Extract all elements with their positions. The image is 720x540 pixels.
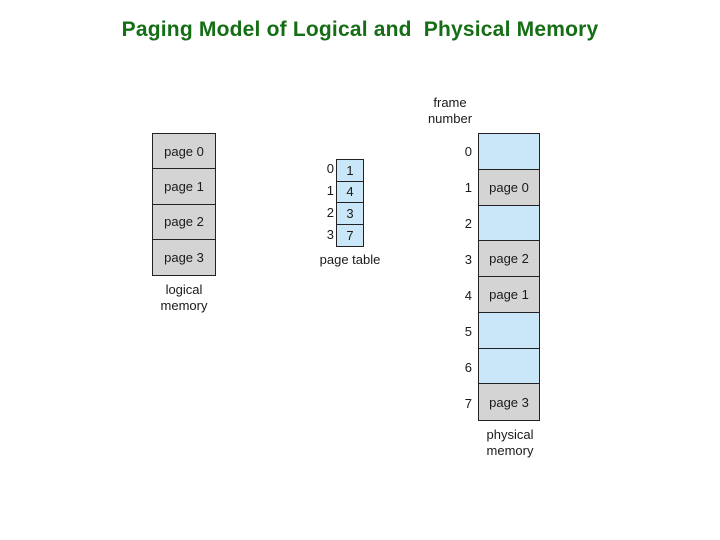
logical-memory-caption-line1: logical bbox=[165, 282, 203, 297]
page-table-index-row: 3 bbox=[316, 224, 339, 246]
page-table-index-row: 1 bbox=[316, 180, 339, 202]
page-table-index: 0 bbox=[326, 161, 334, 176]
frame-number: 6 bbox=[464, 359, 472, 375]
frame-number-list: 0 1 2 3 4 5 6 7 bbox=[450, 133, 472, 421]
page-table-indices: 0 1 2 3 bbox=[316, 158, 339, 246]
logical-page-block: page 3 bbox=[153, 239, 215, 275]
physical-memory-caption: physical memory bbox=[458, 427, 562, 459]
page-table-column: 1 4 3 7 bbox=[336, 159, 364, 247]
physical-frame-block bbox=[479, 312, 539, 349]
page-table-entry: 3 bbox=[337, 203, 363, 225]
logical-page-block: page 1 bbox=[153, 169, 215, 205]
frame-number-header-line1: frame bbox=[433, 95, 467, 110]
page-table-caption: page table bbox=[319, 252, 381, 267]
page-table-index: 3 bbox=[326, 227, 334, 242]
frame-number: 7 bbox=[464, 395, 472, 411]
frame-number: 3 bbox=[464, 251, 472, 267]
page-title: Paging Model of Logical and Physical Mem… bbox=[121, 18, 599, 41]
logical-memory-caption-line2: memory bbox=[160, 298, 208, 313]
physical-memory-caption-line1: physical bbox=[486, 427, 534, 442]
page-table-entry: 7 bbox=[337, 224, 363, 246]
physical-frame-block: page 1 bbox=[479, 277, 539, 313]
physical-memory-caption-line2: memory bbox=[486, 443, 534, 458]
page-table-entry: 4 bbox=[337, 181, 363, 203]
physical-frame-block bbox=[479, 134, 539, 170]
logical-page-block: page 0 bbox=[153, 134, 215, 170]
frame-number: 0 bbox=[464, 143, 472, 159]
frame-number: 4 bbox=[464, 287, 472, 303]
physical-frame-block: page 2 bbox=[479, 241, 539, 277]
frame-number-header-line2: number bbox=[427, 111, 473, 126]
logical-memory-column: page 0 page 1 page 2 page 3 bbox=[152, 133, 216, 276]
physical-frame-block bbox=[479, 348, 539, 385]
frame-number: 2 bbox=[464, 215, 472, 231]
frame-number-header: frame number bbox=[410, 95, 490, 127]
page-table-index: 2 bbox=[326, 205, 334, 220]
frame-number: 1 bbox=[464, 179, 472, 195]
physical-frame-block bbox=[479, 205, 539, 242]
page-table-index-row: 0 bbox=[316, 158, 339, 180]
page-table-index: 1 bbox=[326, 183, 334, 198]
physical-frame-block: page 3 bbox=[479, 384, 539, 420]
page-table-index-row: 2 bbox=[316, 202, 339, 224]
logical-memory-caption: logical memory bbox=[132, 282, 236, 314]
frame-number: 5 bbox=[464, 323, 472, 339]
page-table-entry: 1 bbox=[337, 160, 363, 182]
physical-memory-column: page 0 page 2 page 1 page 3 bbox=[478, 133, 540, 421]
physical-frame-block: page 0 bbox=[479, 169, 539, 206]
logical-page-block: page 2 bbox=[153, 204, 215, 240]
